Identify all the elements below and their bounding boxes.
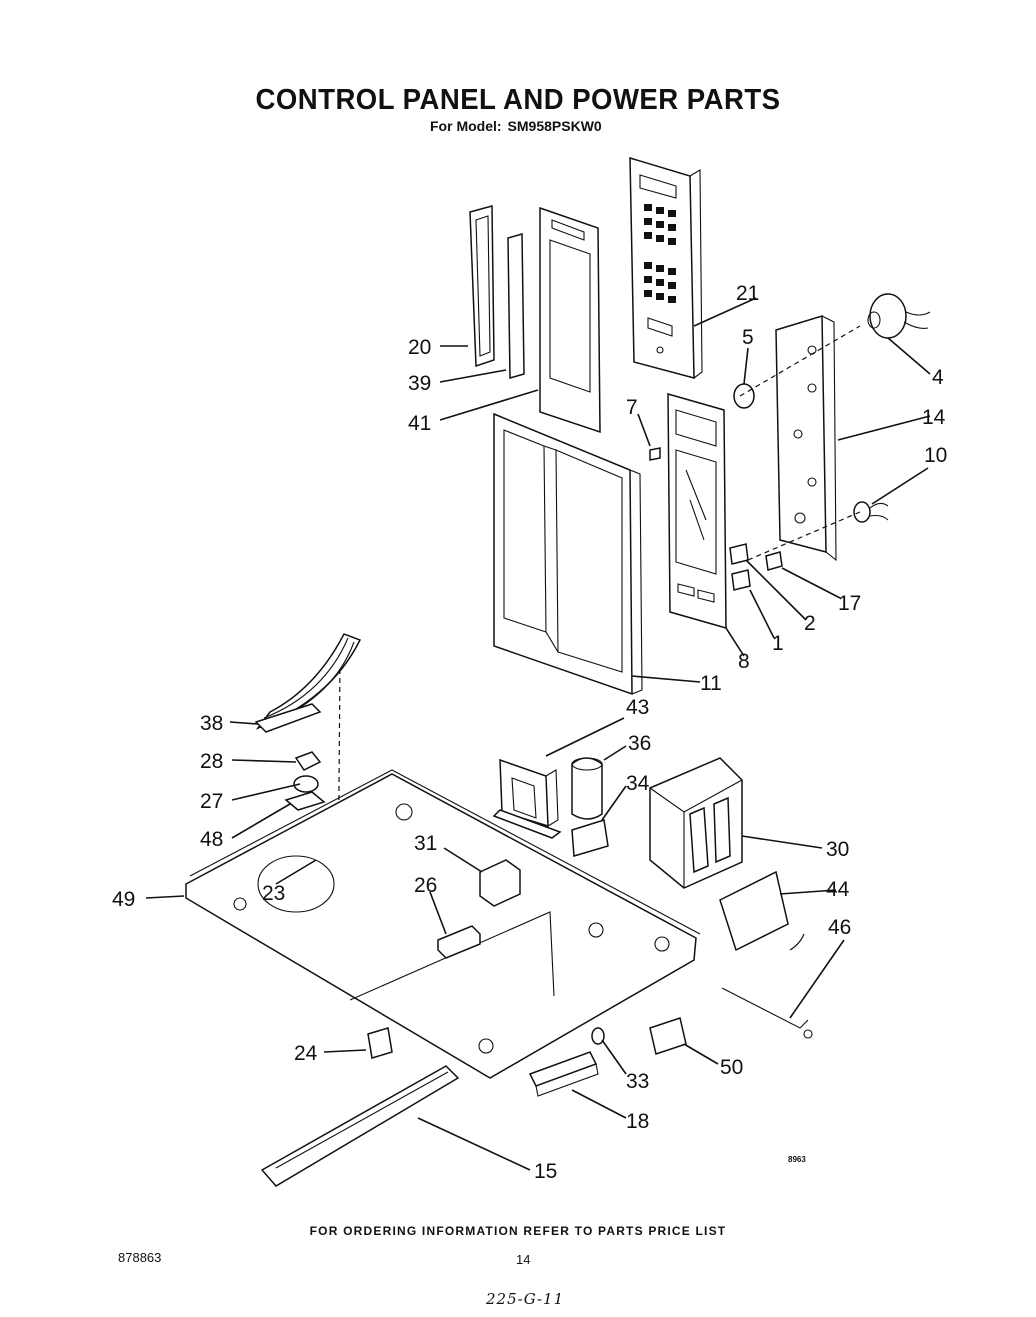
callout-30: 30 (826, 838, 849, 861)
part-base-plate-49 (185, 769, 701, 1079)
part-clip-7 (649, 447, 661, 461)
part-fuse-33 (591, 1027, 605, 1045)
callout-38: 38 (200, 712, 223, 735)
ordering-note: FOR ORDERING INFORMATION REFER TO PARTS … (309, 1224, 727, 1238)
part-bracket-34 (571, 819, 609, 857)
callout-7: 7 (626, 396, 638, 419)
part-thermal-cutout-31 (479, 859, 521, 907)
callout-4: 4 (932, 366, 944, 389)
part-rail-15 (260, 1065, 460, 1187)
callout-20: 20 (408, 336, 431, 359)
model-number: SM958PSKW0 (507, 118, 602, 134)
callout-1: 1 (772, 632, 784, 655)
part-relay-50 (649, 1017, 687, 1055)
callout-21: 21 (736, 282, 759, 305)
leader-lines (145, 297, 931, 1171)
part-capacitor-36 (571, 757, 603, 820)
callout-18: 18 (626, 1110, 649, 1133)
callout-31: 31 (414, 832, 437, 855)
callout-8: 8 (738, 650, 750, 673)
part-support-26 (437, 925, 481, 959)
callout-41: 41 (408, 412, 431, 435)
part-switch-2 (729, 543, 749, 565)
callout-24: 24 (294, 1042, 318, 1065)
part-relay-24 (367, 1027, 393, 1059)
part-waveguide-38 (254, 633, 362, 733)
model-label: For Model: (430, 118, 502, 134)
callout-15: 15 (534, 1160, 557, 1183)
callout-50: 50 (720, 1056, 743, 1079)
callout-39: 39 (408, 372, 431, 395)
callout-44: 44 (826, 878, 850, 901)
callout-17: 17 (838, 592, 861, 615)
callout-23: 23 (262, 882, 285, 905)
part-terminal-10 (853, 501, 889, 523)
page-number: 14 (516, 1252, 531, 1267)
part-transformer-43 (492, 758, 562, 839)
callout-36: 36 (628, 732, 651, 755)
document-number: 878863 (118, 1250, 162, 1265)
part-window-frame-41 (539, 206, 601, 434)
part-wire-harness-46 (721, 933, 813, 1039)
callout-46: 46 (828, 916, 851, 939)
part-trim-strip-39 (507, 233, 525, 379)
part-coupler-27 (293, 775, 319, 793)
callout-34: 34 (626, 772, 650, 795)
drawing-code: 8963 (788, 1155, 806, 1164)
part-mounting-bracket-14 (775, 314, 837, 562)
part-dial-5 (733, 383, 755, 409)
part-trim-strip-20 (469, 205, 495, 368)
part-fan-motor-4 (867, 293, 931, 339)
callout-28: 28 (200, 750, 223, 773)
callout-14: 14 (922, 406, 946, 429)
page-title: CONTROL PANEL AND POWER PARTS (255, 84, 781, 116)
callout-labels: 20 39 41 21 5 4 14 7 10 17 2 1 8 11 38 4… (112, 282, 947, 1183)
part-door-frame-11 (493, 412, 643, 696)
handwritten-note: 225-G-11 (486, 1290, 565, 1308)
part-control-panel-21 (629, 156, 703, 379)
model-subtitle: For Model: SM958PSKW0 (430, 118, 602, 134)
callout-26: 26 (414, 874, 437, 897)
part-cover-plate-44 (719, 870, 789, 952)
part-plate-48 (284, 791, 326, 811)
callout-49: 49 (112, 888, 135, 911)
part-switch-17 (765, 551, 783, 571)
callout-10: 10 (924, 444, 947, 467)
callout-43: 43 (626, 696, 649, 719)
part-door-panel-8 (667, 393, 727, 629)
callout-33: 33 (626, 1070, 649, 1093)
callout-27: 27 (200, 790, 223, 813)
callout-48: 48 (200, 828, 223, 851)
part-terminal-block-18 (528, 1051, 599, 1097)
part-stirrer-28 (294, 751, 322, 771)
callout-11: 11 (700, 672, 722, 695)
callout-5: 5 (742, 326, 754, 349)
part-switch-1 (731, 569, 751, 591)
callout-2: 2 (804, 612, 816, 635)
part-hv-transformer-30 (649, 757, 743, 889)
